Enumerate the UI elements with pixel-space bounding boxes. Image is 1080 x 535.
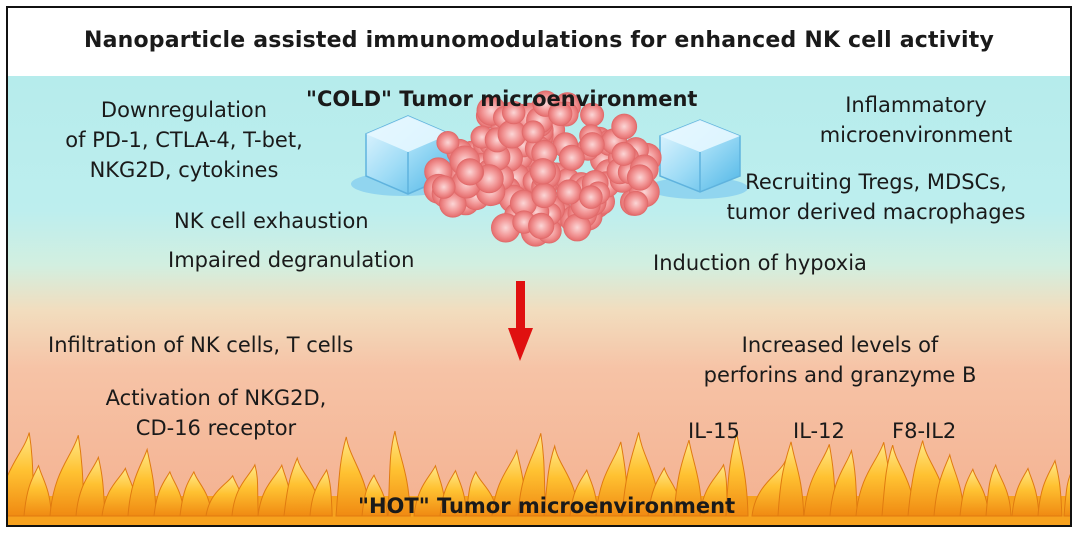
tumor-cell <box>548 101 573 127</box>
activation-text: Activation of NKG2D, CD-16 receptor <box>66 383 366 443</box>
flame <box>985 463 1012 517</box>
title-bar: Nanoparticle assisted immunomodulations … <box>8 8 1070 78</box>
tumor-cell <box>497 119 527 149</box>
flame <box>153 470 185 517</box>
increased-levels-line-2: perforins and granzyme B <box>703 363 977 387</box>
recruiting-line-1: Recruiting Tregs, MDSCs, <box>745 170 1007 194</box>
increased-levels-line-1: Increased levels of <box>741 333 939 357</box>
flame <box>517 433 546 517</box>
flame <box>309 468 333 517</box>
infiltration-text: Infiltration of NK cells, T cells <box>48 333 354 357</box>
tumor-cell-cluster-icon <box>423 90 662 247</box>
flame <box>933 453 965 517</box>
tumor-cell <box>521 120 545 144</box>
tumor-cell <box>623 190 649 216</box>
il15-label: IL-15 <box>688 419 740 443</box>
downregulation-line-2: of PD-1, CTLA-4, T-bet, <box>65 128 303 152</box>
flame <box>387 430 411 517</box>
tumor-cell <box>556 179 582 205</box>
flame <box>179 470 212 517</box>
tumor-cell <box>528 212 555 239</box>
tumor-cell <box>579 132 605 157</box>
increased-levels-text: Increased levels of perforins and granzy… <box>670 330 1010 390</box>
recruiting-text: Recruiting Tregs, MDSCs, tumor derived m… <box>696 167 1056 227</box>
artwork <box>8 90 1070 525</box>
flame <box>1063 473 1070 517</box>
hypoxia-text: Induction of hypoxia <box>653 251 867 275</box>
tumor-cell <box>529 158 557 185</box>
tumor-cell <box>611 113 638 140</box>
figure-frame: Nanoparticle assisted immunomodulations … <box>6 6 1072 527</box>
tumor-cell <box>502 100 526 125</box>
impaired-degranulation-text: Impaired degranulation <box>168 248 415 272</box>
tumor-cell <box>558 144 585 171</box>
inflammatory-line-1: Inflammatory <box>845 93 987 117</box>
recruiting-line-2: tumor derived macrophages <box>726 200 1026 224</box>
activation-line-1: Activation of NKG2D, <box>105 386 327 410</box>
flame <box>1037 459 1063 517</box>
inflammatory-line-2: microenvironment <box>819 123 1013 147</box>
flames-icon <box>8 430 1070 525</box>
activation-line-2: CD-16 receptor <box>135 416 297 440</box>
flame <box>127 447 157 517</box>
ice-cube-icon <box>648 119 748 199</box>
flame <box>829 448 858 517</box>
flame <box>361 474 388 517</box>
downregulation-line-3: NKG2D, cytokines <box>89 158 279 182</box>
flame <box>23 464 52 517</box>
flame <box>777 441 805 517</box>
tumor-cell <box>456 158 484 186</box>
tumor-cell <box>626 164 654 191</box>
f8-il2-label: F8-IL2 <box>892 419 957 443</box>
flame <box>75 455 106 517</box>
flame <box>569 468 599 517</box>
tumor-cell <box>431 175 456 199</box>
inflammatory-text: Inflammatory microenvironment <box>788 90 1044 150</box>
flame <box>231 463 259 517</box>
figure-title: Nanoparticle assisted immunomodulations … <box>83 28 995 53</box>
hot-heading: "HOT" Tumor microenvironment <box>358 494 736 518</box>
flame <box>1011 467 1040 517</box>
tumor-cell <box>579 185 603 209</box>
downregulation-line-1: Downregulation <box>100 98 268 122</box>
downregulation-text: Downregulation of PD-1, CTLA-4, T-bet, N… <box>20 95 348 185</box>
il12-label: IL-12 <box>793 419 845 443</box>
tumor-panel: "COLD" Tumor microenvironment Downregula… <box>8 76 1070 525</box>
tumor-cell <box>436 131 460 155</box>
down-arrow-icon <box>508 281 533 361</box>
tumor-cell <box>611 141 636 166</box>
cold-heading: "COLD" Tumor microenvironment <box>306 87 698 111</box>
flame <box>673 439 703 517</box>
flame <box>959 468 990 517</box>
tumor-cell <box>531 182 557 209</box>
nk-exhaustion-text: NK cell exhaustion <box>174 209 369 233</box>
flame <box>725 433 749 517</box>
flame <box>439 469 468 517</box>
